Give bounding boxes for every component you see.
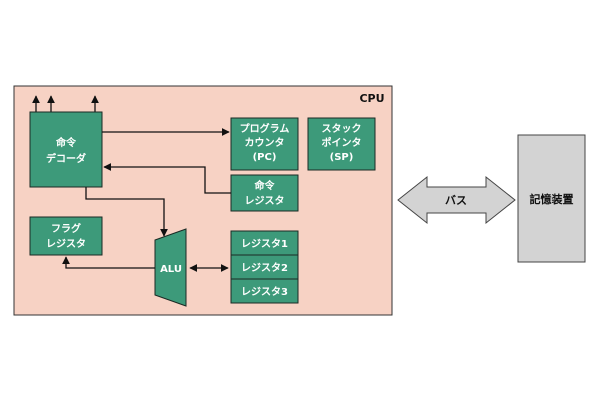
- pc-label-line2: カウンタ: [245, 137, 285, 149]
- sp-label-line1: スタック: [322, 123, 362, 135]
- bus-label: バス: [445, 194, 467, 207]
- ir-label-line2: レジスタ: [245, 195, 285, 207]
- stack-pointer-block: スタック ポインタ (SP): [307, 117, 376, 171]
- flag-label-line1: フラグ: [51, 222, 81, 235]
- register-3-label: レジスタ3: [241, 286, 288, 298]
- sp-label-line2: ポインタ: [322, 136, 362, 149]
- memory-block: 記憶装置: [517, 134, 586, 263]
- bus-arrow: バス: [397, 175, 516, 225]
- memory-label: 記憶装置: [530, 192, 574, 206]
- general-registers-block: レジスタ1 レジスタ2 レジスタ3: [230, 230, 299, 304]
- alu-to-flag-arrow: [62, 256, 155, 269]
- flag-label-line2: レジスタ: [46, 238, 86, 250]
- alu-label: ALU: [160, 264, 182, 275]
- instruction-decoder-block: 命令 デコーダ: [29, 111, 103, 188]
- pc-label-line1: プログラム: [240, 122, 290, 135]
- decoder-label-line2: デコーダ: [46, 152, 86, 165]
- decoder-to-alu-arrow: [85, 187, 168, 237]
- instruction-register-block: 命令 レジスタ: [230, 174, 299, 212]
- register-2-label: レジスタ2: [241, 262, 288, 274]
- ir-to-decoder-arrow: [103, 163, 231, 194]
- alu-block: ALU: [154, 228, 187, 307]
- ir-label-line1: 命令: [254, 179, 276, 192]
- flag-register-block: フラグ レジスタ: [29, 216, 103, 256]
- register-1-label: レジスタ1: [241, 238, 288, 250]
- sp-label-line3: (SP): [330, 152, 354, 163]
- program-counter-block: プログラム カウンタ (PC): [230, 117, 299, 171]
- cpu-label: CPU: [359, 92, 384, 105]
- decoder-label-line1: 命令: [55, 136, 77, 149]
- pc-label-line3: (PC): [253, 152, 277, 163]
